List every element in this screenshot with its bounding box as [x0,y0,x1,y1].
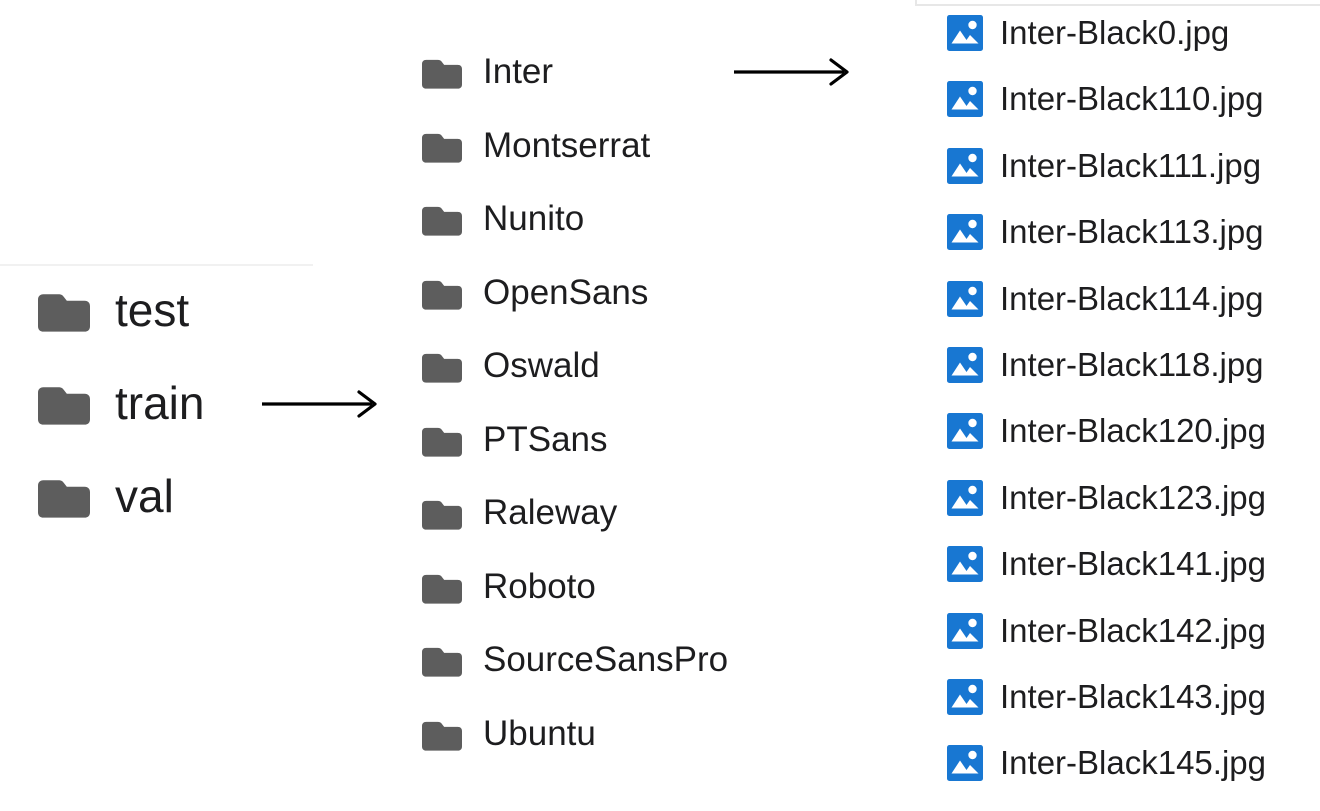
folder-icon [422,202,462,236]
file-name: Inter-Black111.jpg [1000,146,1262,184]
image-file-icon [947,413,983,450]
folder-name: train [115,377,205,429]
folder-item[interactable]: Montserrat [422,125,728,165]
right-panel-border-corner [915,0,917,6]
folder-icon [422,349,462,383]
image-file-item[interactable]: Inter-Black118.jpg [947,346,1266,384]
folder-icon [422,570,462,604]
image-file-item[interactable]: Inter-Black0.jpg [947,14,1266,52]
folder-item[interactable]: OpenSans [422,272,728,312]
folder-icon [422,276,462,310]
image-file-icon [947,214,983,251]
file-name: Inter-Black0.jpg [1000,14,1230,51]
arrow-train-to-contents [262,390,377,418]
folder-name: Inter [483,52,554,91]
folder-icon [38,381,90,425]
file-name: Inter-Black114.jpg [1000,279,1264,317]
image-file-item[interactable]: Inter-Black143.jpg [947,678,1266,716]
right-panel-border-top [915,4,1320,6]
folder-name: Ubuntu [483,713,596,753]
folder-item[interactable]: Oswald [422,346,728,385]
image-file-icon [947,612,983,649]
image-file-icon [947,678,983,715]
folder-item[interactable]: SourceSansPro [422,640,729,679]
file-name: Inter-Black141.jpg [1000,545,1266,583]
folder-icon [422,55,462,89]
image-file-icon [947,346,983,383]
image-file-icon [947,479,983,516]
image-file-item[interactable]: Inter-Black113.jpg [947,213,1266,251]
folder-icon [422,129,462,163]
file-name: Inter-Black143.jpg [1000,677,1266,715]
folder-icon [422,496,462,530]
folder-name: Nunito [483,199,585,238]
folder-name: Montserrat [483,125,651,165]
file-name: Inter-Black120.jpg [1000,412,1266,450]
file-name: Inter-Black123.jpg [1000,478,1266,516]
file-name: Inter-Black142.jpg [1000,611,1266,649]
root-folder-list: test train val [38,284,205,522]
image-file-icon [947,15,983,51]
image-file-icon [947,745,983,782]
image-file-icon [947,81,983,118]
left-panel-divider [0,264,313,266]
folder-name: Raleway [483,493,618,532]
folder-name: val [115,470,174,522]
file-name: Inter-Black145.jpg [1000,744,1266,782]
folder-name: test [115,284,190,336]
image-file-item[interactable]: Inter-Black111.jpg [947,147,1266,185]
image-file-item[interactable]: Inter-Black123.jpg [947,479,1266,517]
image-file-item[interactable]: Inter-Black120.jpg [947,412,1266,450]
folder-item[interactable]: Raleway [422,493,728,532]
image-file-item[interactable]: Inter-Black141.jpg [947,545,1266,583]
image-file-item[interactable]: Inter-Black142.jpg [947,612,1266,650]
folder-item[interactable]: Nunito [422,199,728,238]
folder-item[interactable]: Inter [422,52,728,91]
image-file-item[interactable]: Inter-Black114.jpg [947,280,1266,318]
image-file-icon [947,147,983,184]
folder-name: Oswald [483,346,600,385]
folder-item[interactable]: train [38,377,205,429]
folder-name: Roboto [483,566,596,606]
folder-name: SourceSansPro [483,640,729,679]
folder-item[interactable]: Ubuntu [422,713,728,753]
folder-icon [422,717,462,751]
folder-name: OpenSans [483,272,649,312]
file-name: Inter-Black113.jpg [1000,213,1264,251]
folder-name: PTSans [483,419,608,459]
image-file-item[interactable]: Inter-Black145.jpg [947,744,1266,782]
folder-item[interactable]: PTSans [422,419,728,459]
folder-item[interactable]: test [38,284,204,336]
folder-item[interactable]: val [38,470,204,522]
file-name: Inter-Black118.jpg [1000,345,1264,383]
folder-item[interactable]: Roboto [422,566,728,606]
folder-icon [422,423,462,457]
folder-icon [38,288,90,332]
arrow-inter-to-files [734,58,849,86]
folder-icon [38,474,90,518]
folder-icon [422,643,462,677]
file-name: Inter-Black110.jpg [1000,80,1264,118]
image-file-item[interactable]: Inter-Black110.jpg [947,80,1266,118]
image-file-icon [947,546,983,583]
image-file-icon [947,280,983,317]
